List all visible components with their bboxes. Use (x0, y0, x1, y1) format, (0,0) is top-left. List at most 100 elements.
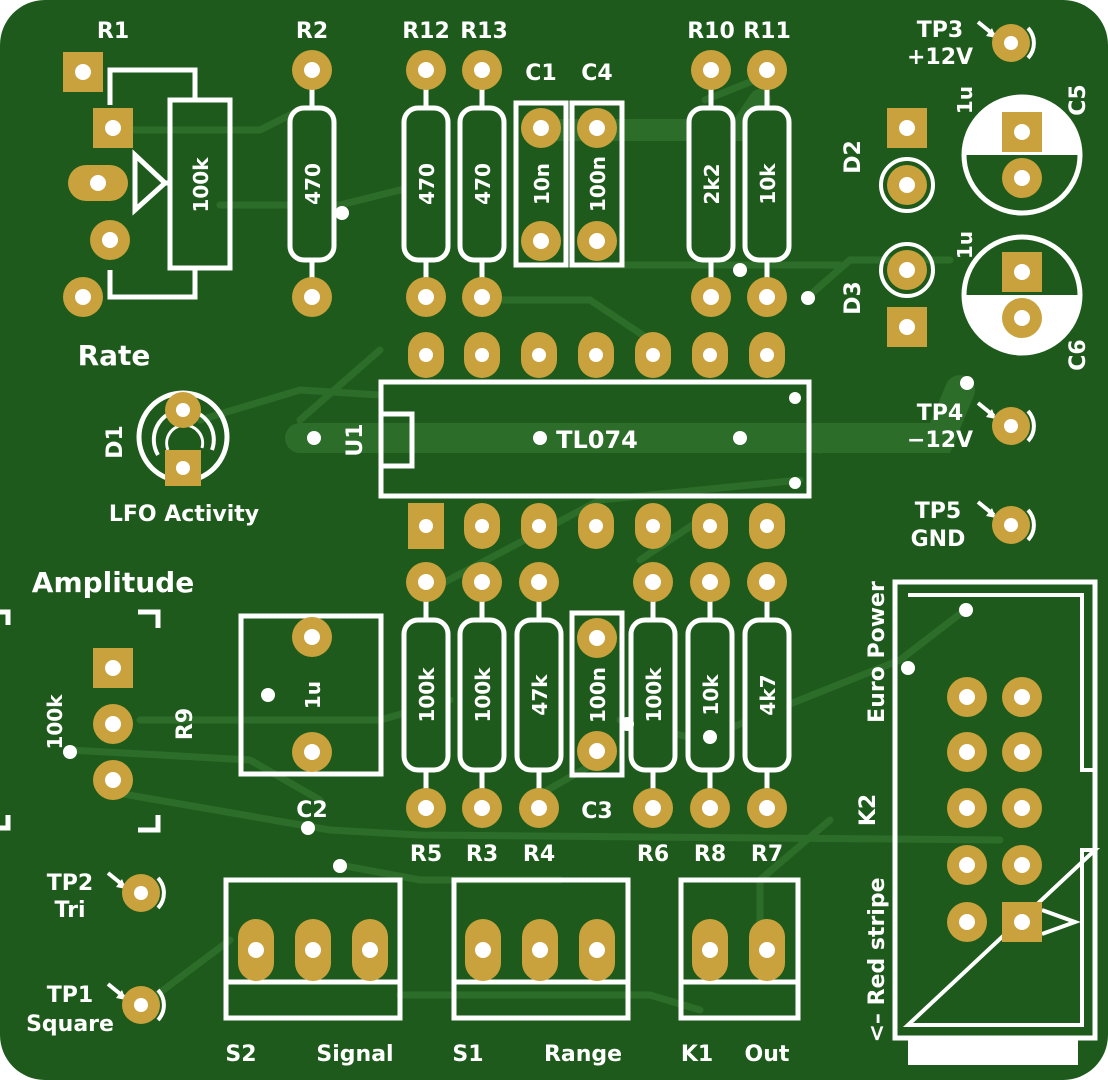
tp4-voltage: −12V (907, 428, 973, 453)
r9: 100k R9 (0, 609, 198, 833)
tp2-label: TP2 (47, 871, 93, 896)
red-stripe-label: <– Red stripe (865, 877, 890, 1042)
r5-label: R5 (410, 842, 442, 867)
r4-value: 47k (528, 674, 552, 716)
c4-label: C4 (581, 61, 612, 86)
c2-value: 1u (301, 681, 325, 709)
tp4: TP4 −12V (907, 401, 1036, 453)
c4: C4 100n (569, 61, 625, 268)
c2: 1u C2 (238, 613, 384, 823)
r3: 100k R3 (457, 562, 507, 867)
c1-label: C1 (525, 61, 556, 86)
bottom-resistors: 100k R5 100k R3 47k R4 100n C3 (401, 562, 792, 867)
c5: 1u C5 (953, 84, 1091, 216)
c2-label: C2 (296, 798, 327, 823)
k1-label: K1 (681, 1042, 713, 1067)
euro-power-label: Euro Power (865, 581, 890, 723)
r9-value: 100k (43, 694, 67, 750)
vias (63, 206, 974, 873)
rate-label: Rate (78, 339, 151, 372)
r9-label: R9 (173, 708, 198, 740)
r1-label: R1 (97, 19, 129, 44)
r2-value: 470 (301, 163, 325, 205)
s1-label: S1 (452, 1042, 483, 1067)
s1-switch: S1 Range (451, 877, 631, 1067)
r7-label: R7 (751, 842, 783, 867)
k2-label: K2 (856, 794, 881, 826)
k1-jack: K1 Out (678, 877, 801, 1067)
tp2-net: Tri (55, 898, 86, 923)
d1-label: D1 (103, 425, 128, 459)
r6-value: 100k (642, 667, 666, 723)
d3-label: D3 (841, 281, 866, 315)
c6: 1u C6 (953, 231, 1091, 371)
r12-label: R12 (402, 19, 450, 44)
r4: 47k R4 (514, 562, 564, 867)
signal-label: Signal (316, 1042, 393, 1067)
tp1: TP1 Square (26, 982, 166, 1037)
u1-pins (408, 332, 785, 549)
r10-label: R10 (687, 19, 735, 44)
r1-outline (107, 67, 233, 300)
r11-label: R11 (743, 19, 791, 44)
r5: 100k R5 (401, 562, 451, 867)
tp3-voltage: +12V (907, 45, 973, 70)
lfo-activity-label: LFO Activity (109, 502, 259, 527)
tp3-label: TP3 (917, 18, 963, 43)
u1-chip: U1 TL074 (343, 379, 812, 499)
r2-label: R2 (296, 19, 328, 44)
d2: D2 (841, 108, 935, 213)
c1-value: 10n (530, 163, 554, 205)
tp1-net: Square (26, 1012, 114, 1037)
r2: R2 470 (287, 19, 337, 317)
top-resistors: R2 470 R12 470 R13 470 R10 2k2 (287, 19, 792, 317)
r8: 10k R8 (685, 562, 735, 867)
r3-label: R3 (466, 842, 498, 867)
tp5-net: GND (911, 527, 966, 552)
c4-value: 100n (586, 156, 610, 212)
r5-value: 100k (415, 667, 439, 723)
r12-value: 470 (415, 163, 439, 205)
s2-label: S2 (225, 1042, 256, 1067)
d3: D3 (841, 242, 935, 347)
k2-header: Euro Power K2 <– Red stripe (856, 579, 1101, 1065)
r3-value: 100k (471, 667, 495, 723)
r11: R11 10k (742, 19, 792, 317)
c3-label: C3 (581, 799, 612, 824)
tp5-label: TP5 (915, 499, 961, 524)
r8-label: R8 (694, 842, 726, 867)
out-label: Out (745, 1042, 790, 1067)
k2-pins (947, 677, 1042, 942)
r10: R10 2k2 (686, 19, 736, 317)
d2-label: D2 (841, 140, 866, 174)
r12: R12 470 (401, 19, 451, 317)
c3: 100n C3 (569, 610, 625, 824)
r13: R13 470 (457, 19, 508, 317)
r13-value: 470 (471, 163, 495, 205)
r10-value: 2k2 (700, 163, 724, 204)
r6: 100k R6 (628, 562, 678, 867)
range-label: Range (544, 1042, 622, 1067)
tp2: TP2 Tri (47, 871, 166, 923)
u1-label: U1 (343, 423, 368, 456)
tp5: TP5 GND (911, 499, 1036, 552)
d1: D1 (103, 390, 230, 486)
c3-value: 100n (586, 667, 610, 723)
c5-label: C5 (1066, 84, 1091, 115)
r11-value: 10k (756, 163, 780, 205)
u1-part: TL074 (556, 426, 638, 454)
c6-value: 1u (953, 231, 977, 259)
r7-value: 4k7 (756, 674, 780, 715)
c6-label: C6 (1066, 339, 1091, 370)
tp3: TP3 +12V (907, 18, 1036, 70)
amplitude-label: Amplitude (32, 566, 194, 599)
r13-label: R13 (460, 19, 508, 44)
s2-switch: S2 Signal (223, 877, 403, 1067)
r1-value: 100k (189, 157, 213, 213)
c5-value: 1u (953, 86, 977, 114)
trace-power-wide (285, 375, 975, 453)
tp1-label: TP1 (47, 983, 93, 1008)
r4-label: R4 (523, 842, 555, 867)
r8-value: 10k (699, 674, 723, 716)
